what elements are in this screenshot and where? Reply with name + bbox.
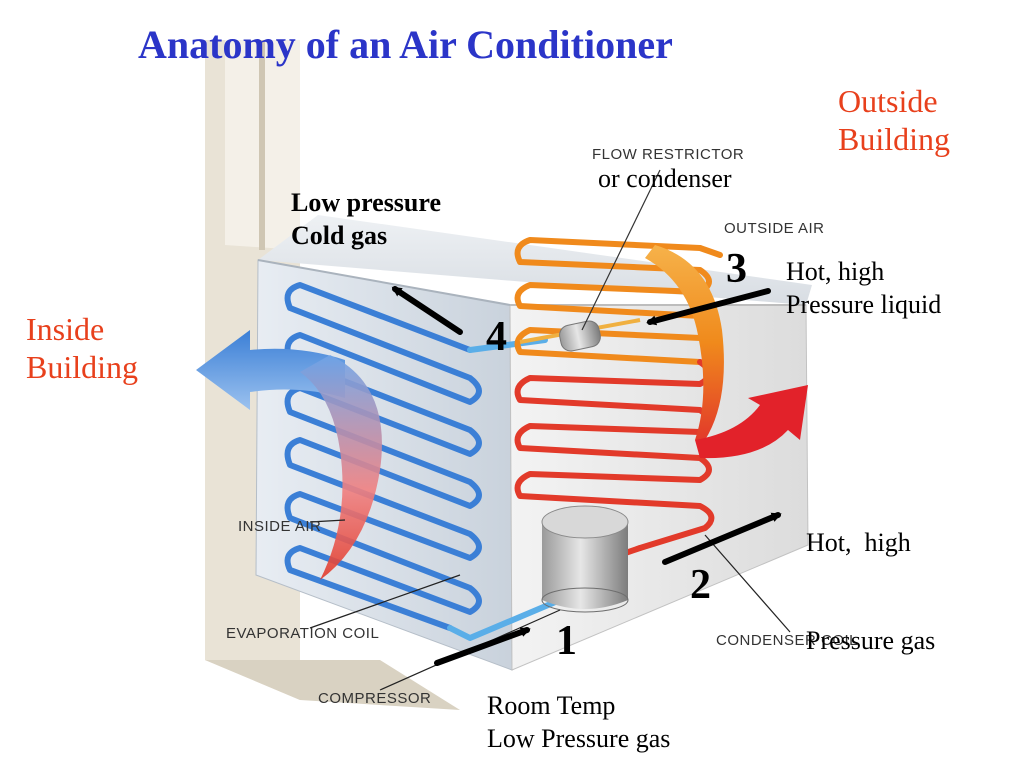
step-3-line-2: Pressure liquid — [786, 289, 942, 319]
flow-restrictor-label: FLOW RESTRICTOR — [592, 146, 745, 163]
arrow-4 — [391, 286, 463, 335]
arrow-2 — [662, 512, 782, 565]
step-1-line-1: Room Temp — [487, 691, 616, 720]
condenser-coil-label: CONDENSER COIL — [716, 632, 859, 649]
step-1-line-2: Low Pressure gas — [487, 723, 671, 753]
step-2-line-1: Hot, high — [806, 528, 911, 557]
arrow-3 — [646, 288, 771, 326]
diagram-title: Anatomy of an Air Conditioner — [138, 22, 673, 67]
step-2-line-2: Pressure gas — [806, 625, 936, 655]
outside-air-flow — [645, 245, 808, 459]
inside-label-line-1: Inside — [26, 311, 105, 347]
inside-building-label: Inside Building — [26, 310, 138, 387]
step-3-number: 3 — [726, 246, 747, 292]
flow-restrictor — [519, 169, 661, 352]
compressor — [541, 505, 629, 613]
step-1-description: Room Temp Low Pressure gas — [487, 690, 670, 755]
compressor-label: COMPRESSOR — [318, 690, 432, 707]
step-4-description: Low pressure Cold gas — [291, 187, 441, 252]
step-4-line-2: Cold gas — [291, 220, 388, 250]
step-3-description: Hot, high Pressure liquid — [786, 256, 941, 321]
evaporation-coil-label: EVAPORATION COIL — [226, 625, 380, 642]
step-3-line-1: Hot, high — [786, 257, 885, 286]
step-1-number: 1 — [556, 618, 577, 664]
or-condenser-note: or condenser — [598, 164, 732, 193]
step-2-description: Hot, high Pressure gas — [806, 462, 935, 690]
step-2-number: 2 — [690, 562, 711, 608]
inside-label-line-2: Building — [26, 349, 139, 386]
process-arrows — [391, 286, 782, 666]
outside-building-label: Outside Building — [838, 82, 950, 159]
outside-air-label: OUTSIDE AIR — [724, 220, 825, 237]
inside-air-flow — [196, 330, 382, 580]
outside-label-line-1: Outside — [838, 83, 938, 119]
step-4-line-1: Low pressure — [291, 188, 441, 217]
inside-air-label: INSIDE AIR — [238, 518, 322, 535]
unit-housing — [255, 215, 812, 671]
arrow-1 — [434, 627, 531, 666]
outside-label-line-2: Building — [838, 121, 951, 158]
step-4-number: 4 — [486, 314, 507, 360]
